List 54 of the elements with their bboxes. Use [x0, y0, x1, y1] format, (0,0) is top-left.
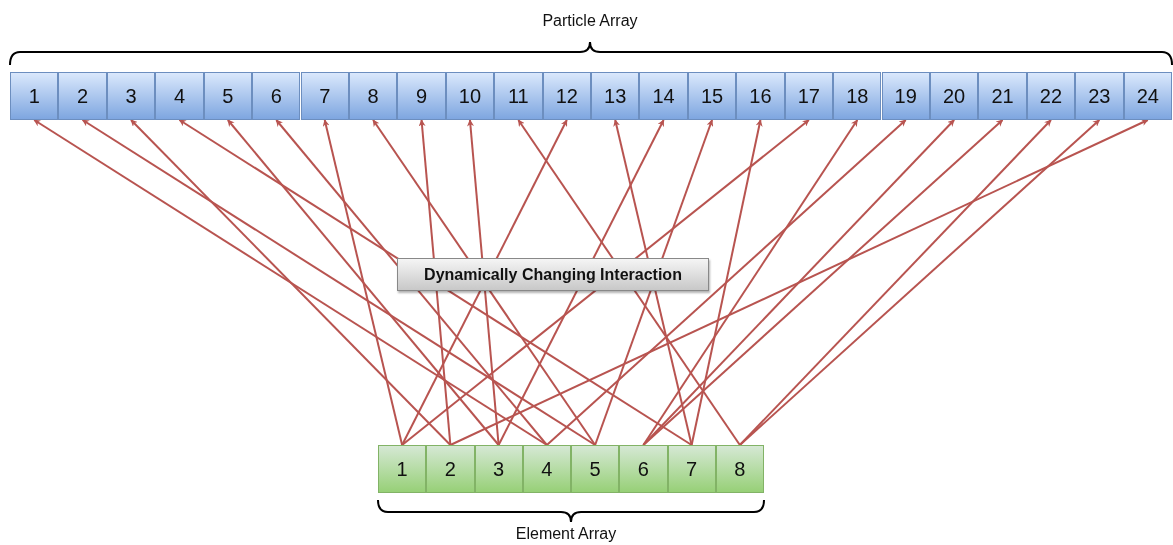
arrow — [467, 119, 500, 446]
array-cell: 18 — [833, 72, 882, 120]
array-cell: 6 — [619, 445, 668, 493]
arrow — [690, 119, 763, 446]
array-cell: 22 — [1026, 72, 1076, 120]
array-cell: 1 — [378, 445, 427, 493]
arrow — [401, 119, 568, 446]
array-cell: 7 — [300, 72, 349, 120]
arrow — [517, 119, 741, 446]
arrow — [594, 119, 714, 446]
array-title: Element Array — [515, 525, 617, 543]
array-cell: 5 — [203, 72, 253, 120]
array-cell: 2 — [426, 445, 475, 493]
array-cell: 19 — [881, 72, 930, 120]
arrow — [449, 119, 1149, 446]
array-cell: 5 — [571, 445, 620, 493]
array-cell: 3 — [474, 445, 523, 493]
array-cell: 10 — [445, 72, 495, 120]
arrow — [497, 119, 665, 446]
array-title: Particle Array — [542, 12, 638, 30]
arrow — [372, 119, 597, 446]
arrow — [418, 119, 452, 446]
array-cell: 4 — [522, 445, 571, 493]
array-cell: 13 — [591, 72, 640, 120]
array-cell: 15 — [687, 72, 737, 120]
array-cell: 12 — [542, 72, 591, 120]
caption-tag: Dynamically Changing Interaction — [397, 258, 709, 291]
arrow — [613, 119, 693, 446]
array-cell: 16 — [736, 72, 785, 120]
arrow — [401, 119, 810, 446]
array-cell: 17 — [784, 72, 834, 120]
array-cell: 1 — [10, 72, 59, 120]
array-cell: 8 — [715, 445, 764, 493]
arrow — [545, 119, 907, 446]
arrow — [226, 119, 500, 446]
array-cell: 9 — [397, 72, 446, 120]
array-cell: 3 — [106, 72, 156, 120]
array-cell: 7 — [667, 445, 716, 493]
array-cell: 14 — [639, 72, 688, 120]
arrow — [33, 119, 548, 446]
array-cell: 21 — [978, 72, 1027, 120]
arrow — [178, 119, 693, 446]
array-cell: 8 — [348, 72, 398, 120]
array-cell: 20 — [929, 72, 979, 120]
array-cell: 23 — [1075, 72, 1124, 120]
arrow — [130, 119, 452, 446]
arrow — [322, 119, 404, 446]
arrow — [81, 119, 597, 446]
array-cell: 4 — [155, 72, 204, 120]
array-cell: 24 — [1123, 72, 1172, 120]
array-cell: 2 — [58, 72, 107, 120]
arrow — [275, 119, 548, 446]
array-cell: 11 — [494, 72, 543, 120]
array-cell: 6 — [252, 72, 301, 120]
